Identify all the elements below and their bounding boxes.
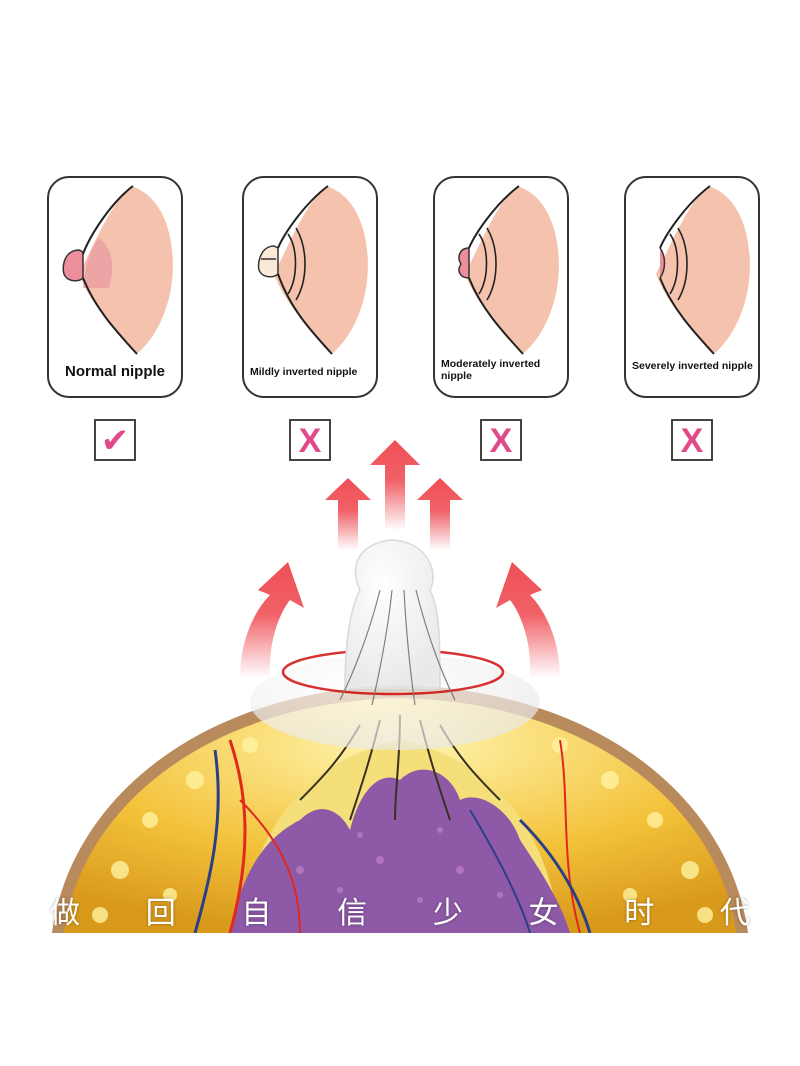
slogan-char: 信	[337, 896, 368, 931]
slogan-char: 时	[624, 896, 655, 931]
card-moderately-inverted-nipple: Moderately inverted nipple	[433, 176, 569, 398]
card-label: Mildly inverted nipple	[250, 366, 358, 378]
nipple-shield	[250, 539, 540, 750]
slogan-char: 代	[719, 896, 750, 931]
slogan-char: 自	[241, 896, 272, 931]
slogan: 做 回 自 信 少 女 时 代	[50, 888, 750, 932]
x-glyph: X	[489, 422, 513, 460]
mammary-glands	[230, 769, 570, 933]
x-glyph: X	[680, 422, 704, 460]
card-label: Normal nipple	[64, 363, 165, 380]
severely-inverted-illustration	[656, 185, 750, 355]
moderately-inverted-illustration	[458, 185, 559, 355]
card-label: Moderately inverted nipple	[441, 358, 541, 382]
slogan-char: 女	[528, 896, 559, 931]
card-mildly-inverted-nipple: Mildly inverted nipple	[242, 176, 378, 398]
check-icon: ✔	[94, 419, 136, 461]
normal-nipple-illustration	[62, 185, 173, 355]
up-arrow-icon	[325, 440, 463, 550]
x-glyph: X	[298, 422, 322, 460]
x-icon: X	[480, 419, 522, 461]
card-label: Severely inverted nipple	[632, 360, 753, 372]
card-normal-nipple: Normal nipple	[47, 176, 183, 398]
mildly-inverted-illustration	[257, 185, 368, 355]
slogan-char: 回	[145, 896, 176, 931]
slogan-char: 少	[432, 896, 463, 931]
card-severely-inverted-nipple: Severely inverted nipple	[624, 176, 760, 398]
breast-cross-section-illustration	[52, 440, 748, 933]
check-glyph: ✔	[100, 422, 130, 460]
x-icon: X	[671, 419, 713, 461]
curved-arrow-icon	[240, 562, 560, 678]
slogan-char: 做	[50, 896, 80, 931]
x-icon: X	[289, 419, 331, 461]
